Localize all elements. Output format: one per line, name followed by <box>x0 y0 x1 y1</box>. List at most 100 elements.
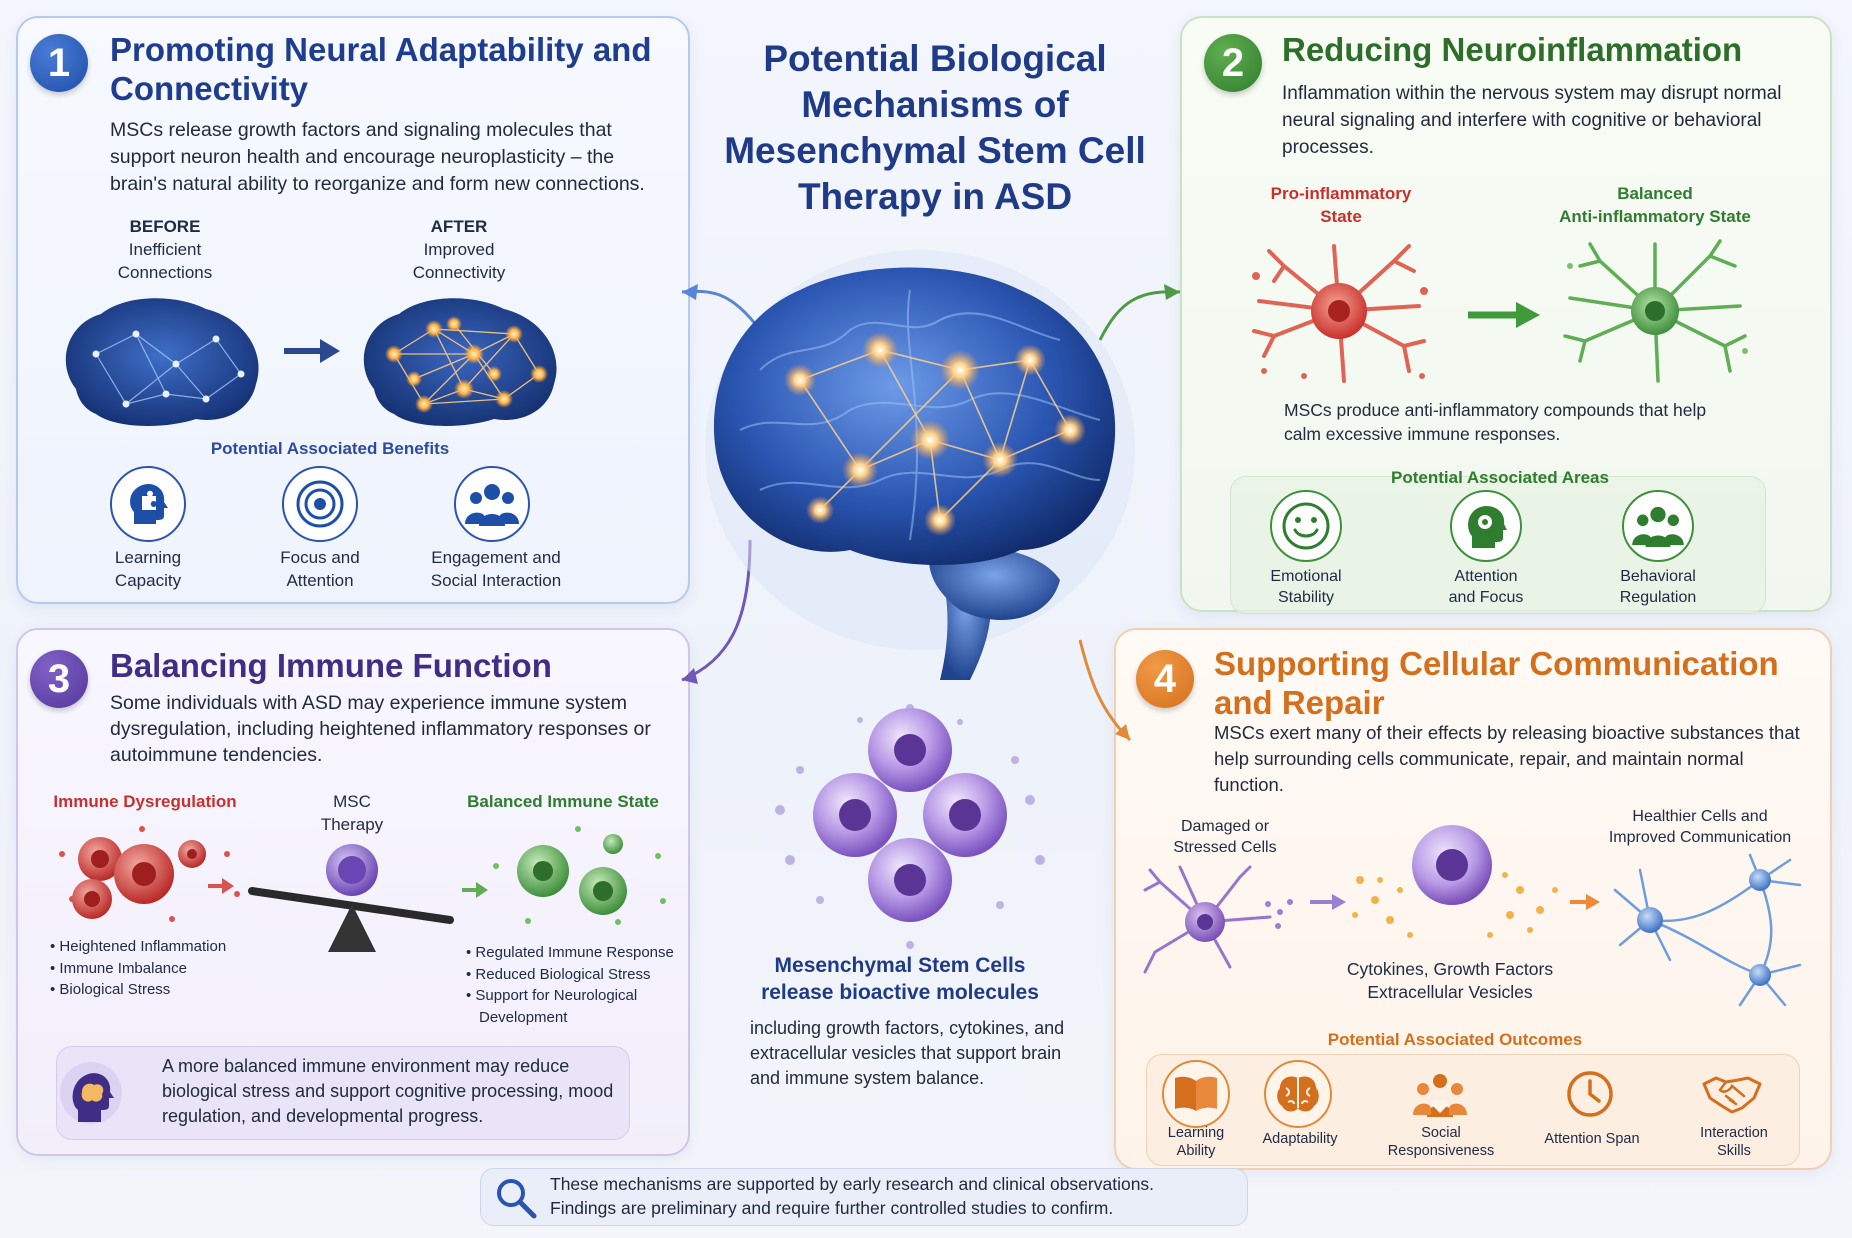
immune-summary-text: A more balanced immune environment may r… <box>162 1056 614 1126</box>
outcome-social-line-2: Responsiveness <box>1387 1143 1495 1159</box>
people-heart-icon <box>1413 1074 1467 1117</box>
disclaimer-line-1: These mechanisms are supported by early … <box>550 1174 1155 1194</box>
damaged-cells-label: Damaged or Stressed Cells <box>1150 816 1300 858</box>
brain-after-illustration <box>363 298 557 426</box>
msc-releasing-molecules-illustration <box>1352 825 1558 938</box>
bullet-text: Development <box>479 1008 568 1026</box>
before-label: BEFORE Inefficient Connections <box>90 215 240 284</box>
area-attention-line-2: and Focus <box>1448 589 1524 606</box>
balanced-bullet: Development <box>466 1007 686 1029</box>
arrow-right-icon <box>1310 894 1346 910</box>
before-heading: BEFORE <box>129 217 201 236</box>
outcome-adaptability-line-1: Adaptability <box>1262 1131 1338 1147</box>
balanced-bullet: • Reduced Biological Stress <box>466 965 651 983</box>
outcomes-heading: Potential Associated Outcomes <box>1327 1030 1583 1049</box>
damaged-cells-line-2: Stressed Cells <box>1173 839 1277 856</box>
clock-icon <box>1567 1071 1613 1117</box>
benefit-engagement-badge <box>454 466 530 542</box>
panel-4-number-badge: 4 <box>1136 650 1194 708</box>
before-line-2: Connections <box>117 263 213 282</box>
outcome-learning-badge <box>1162 1060 1230 1128</box>
panel-2-number-badge: 2 <box>1204 34 1262 92</box>
benefit-learning-line-2: Capacity <box>114 571 182 590</box>
panel-3-description: Some individuals with ASD may experience… <box>110 692 651 766</box>
before-line-1: Inefficient <box>128 240 202 259</box>
outcome-adaptability-badge <box>1264 1060 1332 1128</box>
msc-description: including growth factors, cytokines, and… <box>750 1018 1065 1088</box>
inflamed-immune-cells-illustration <box>59 826 240 922</box>
outcome-interaction-line-1: Interaction <box>1700 1125 1768 1141</box>
outcome-attention-line-1: Attention Span <box>1544 1131 1640 1147</box>
arrow-right-icon <box>208 878 234 894</box>
area-emotional-badge <box>1270 490 1342 562</box>
balanced-immune-cells-illustration <box>493 826 666 925</box>
arrow-right-icon <box>1468 302 1540 328</box>
panel-1-description: MSCs release growth factors and signalin… <box>110 119 645 195</box>
bullet-text: Heightened Inflammation <box>59 938 227 955</box>
balanced-bullet-list: • Regulated Immune Response • Reduced Bi… <box>466 942 686 1028</box>
panel-3-title: Balancing Immune Function <box>110 647 552 684</box>
outcome-learning-line-2: Ability <box>1176 1143 1216 1159</box>
panel-1-number-badge: 1 <box>30 34 88 92</box>
balanced-immune-label: Balanced Immune State <box>467 792 659 811</box>
arrow-right-icon <box>1570 894 1600 910</box>
dysregulation-bullet: • Biological Stress <box>50 981 171 998</box>
immune-summary-note <box>56 1046 630 1140</box>
cytokines-line-1: Cytokines, Growth Factors <box>1346 959 1554 979</box>
after-label: AFTER Improved Connectivity <box>384 215 534 284</box>
book-icon <box>1175 1076 1217 1111</box>
pro-inflammatory-line-2: State <box>1320 207 1362 226</box>
damaged-cells-line-1: Damaged or <box>1180 818 1270 835</box>
msc-heading-line-1: Mesenchymal Stem Cells <box>774 954 1026 977</box>
outcome-learning-line-1: Learning <box>1167 1125 1225 1141</box>
areas-heading: Potential Associated Areas <box>1391 468 1609 487</box>
panel-3-number-badge: 3 <box>30 650 88 708</box>
benefit-focus-badge <box>282 466 358 542</box>
outcome-interaction-line-2: Skills <box>1717 1143 1751 1159</box>
outcome-social-badge <box>1406 1060 1474 1128</box>
benefit-engagement-line-2: Social Interaction <box>430 571 562 590</box>
disclaimer-line-2: Findings are preliminary and require fur… <box>550 1198 1114 1218</box>
benefit-learning-badge <box>110 466 186 542</box>
anti-inflammatory-description: MSCs produce anti-inflammatory compounds… <box>1284 400 1707 444</box>
after-heading: AFTER <box>430 217 488 236</box>
panel-4-title: Supporting Cellular Communication and Re… <box>1214 645 1779 721</box>
anti-inflammatory-line-1: Balanced <box>1617 184 1693 203</box>
balanced-bullet: • Regulated Immune Response <box>466 944 674 961</box>
cytokines-line-2: Extracellular Vesicles <box>1367 982 1533 1002</box>
arrow-right-icon <box>284 339 340 363</box>
head-brain-icon <box>60 1062 122 1124</box>
bullet-text: Regulated Immune Response <box>475 944 674 961</box>
head-focus-icon <box>1468 505 1507 548</box>
bullet-text: Support for Neurological <box>475 987 638 1004</box>
area-behavioral-badge <box>1622 490 1694 562</box>
dysregulation-bullet-list: • Heightened Inflammation • Immune Imbal… <box>50 936 250 1001</box>
benefits-heading: Potential Associated Benefits <box>210 439 450 458</box>
dysregulation-bullet: • Heightened Inflammation <box>50 938 227 955</box>
bullet-text: Reduced Biological Stress <box>475 965 651 983</box>
area-emotional-line-1: Emotional <box>1270 568 1342 585</box>
after-line-1: Improved <box>423 240 495 259</box>
outcome-attention-badge <box>1556 1060 1624 1128</box>
pro-inflammatory-line-1: Pro-inflammatory <box>1270 184 1412 203</box>
after-line-2: Connectivity <box>412 263 506 282</box>
page-title: Potential Biological Mechanisms of Mesen… <box>724 38 1146 217</box>
healthy-neurons-illustration <box>1613 853 1802 1007</box>
area-attention-badge <box>1450 490 1522 562</box>
people-group-icon <box>465 484 519 526</box>
msc-therapy-line-2: Therapy <box>320 815 384 834</box>
outcome-interaction-badge <box>1698 1060 1766 1128</box>
central-brain-illustration <box>705 250 1135 680</box>
disclaimer-footer <box>480 1168 1248 1226</box>
msc-heading-line-2: release bioactive molecules <box>761 981 1039 1004</box>
damaged-neuron-illustration <box>1143 865 1293 974</box>
inflamed-microglia-illustration <box>1252 244 1428 383</box>
